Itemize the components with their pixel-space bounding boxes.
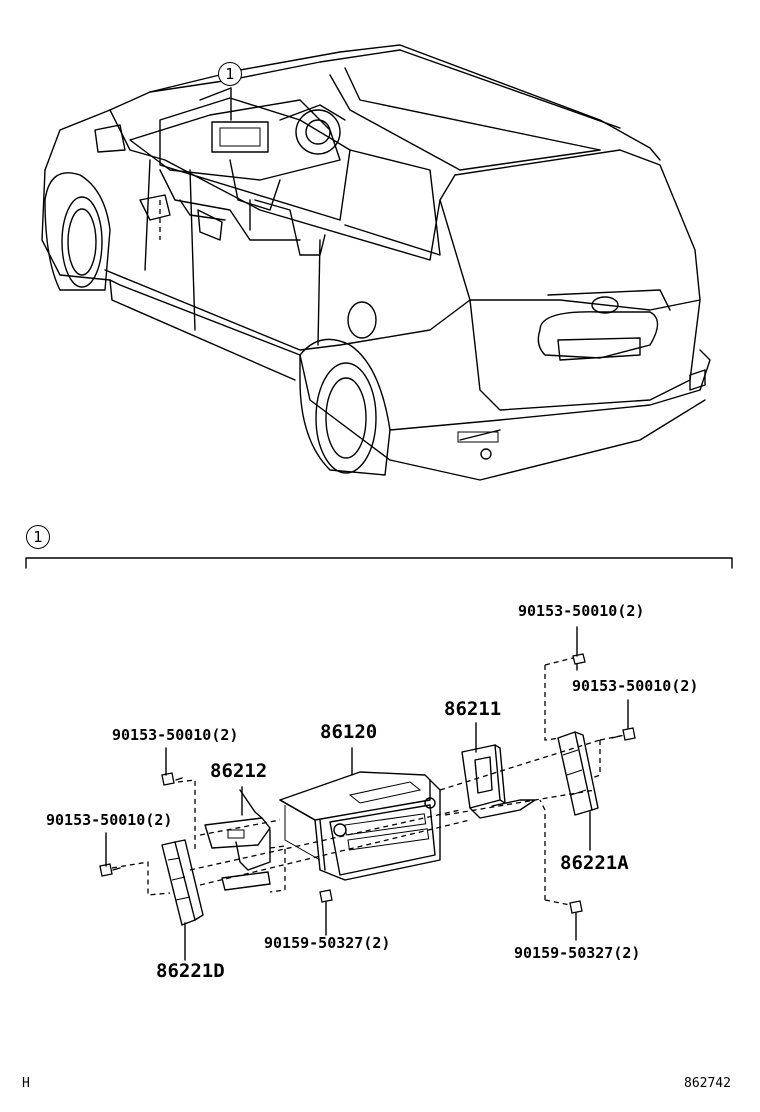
part-label-screw-top-left: 90153-50010(2): [112, 726, 239, 744]
part-label-screw-bottom-right: 90159-50327(2): [514, 944, 641, 962]
part-label-bracket-right: 86211: [444, 698, 502, 720]
screw-bottom-left: [319, 889, 333, 936]
figure-number: 862742: [684, 1076, 731, 1091]
part-label-radio: 86120: [320, 721, 378, 743]
part-label-screw-top-right: 90153-50010(2): [518, 602, 645, 620]
screw-mid-left: [99, 863, 121, 877]
screw-top-right: [572, 653, 586, 671]
section-callout: 1: [26, 525, 50, 549]
bracket-right: [461, 744, 501, 809]
screw-top-left: [161, 772, 183, 786]
part-label-panel-left: 86221D: [156, 960, 225, 982]
radio-body: [279, 771, 441, 881]
part-label-screw-mid-left: 90153-50010(2): [46, 811, 173, 829]
panel-left: [161, 841, 196, 926]
part-label-screw-mid-right: 90153-50010(2): [572, 677, 699, 695]
footer-left-mark: H: [22, 1076, 30, 1091]
bracket-left: [204, 817, 271, 849]
screw-bottom-right: [569, 900, 583, 941]
part-label-panel-right: 86221A: [560, 852, 629, 874]
part-label-bracket-left: 86212: [210, 760, 268, 782]
vehicle-callout: 1: [218, 62, 242, 86]
screw-mid-right: [611, 727, 636, 741]
part-label-screw-bottom-left: 90159-50327(2): [264, 934, 391, 952]
